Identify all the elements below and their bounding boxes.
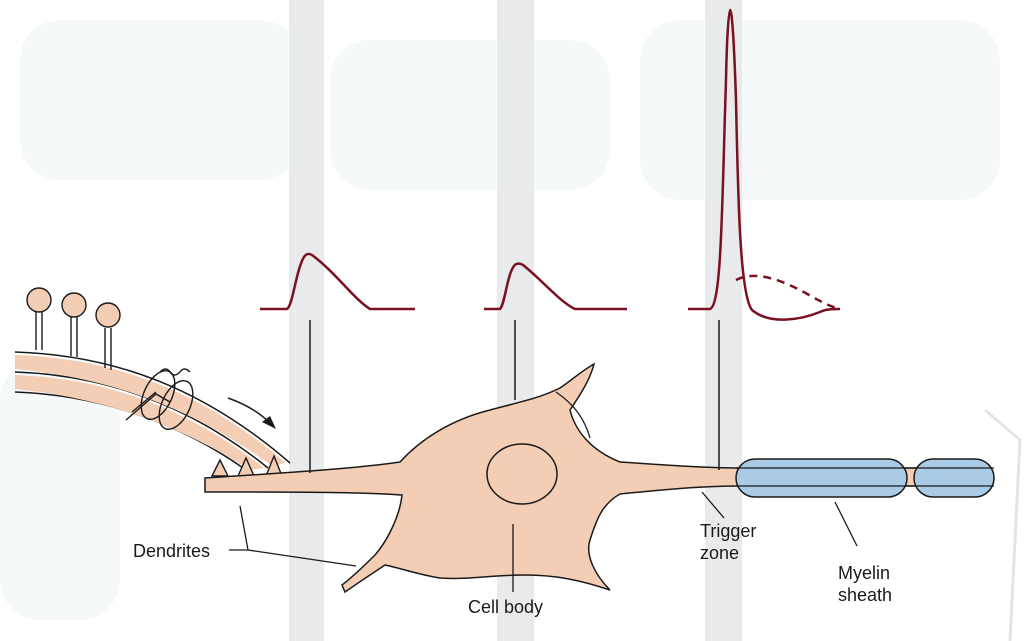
page-curl	[975, 400, 1028, 641]
cell-body-label: Cell body	[468, 597, 543, 617]
dendrites-label: Dendrites	[133, 541, 210, 561]
myelin-sheath	[736, 459, 994, 497]
trigger-zone-label-line1: Trigger	[700, 521, 756, 541]
myelin-sheath-label-line1: Myelin	[838, 563, 890, 583]
trigger-zone-label-line2: zone	[700, 543, 739, 563]
myelin-sheath-label-line2: sheath	[838, 585, 892, 605]
